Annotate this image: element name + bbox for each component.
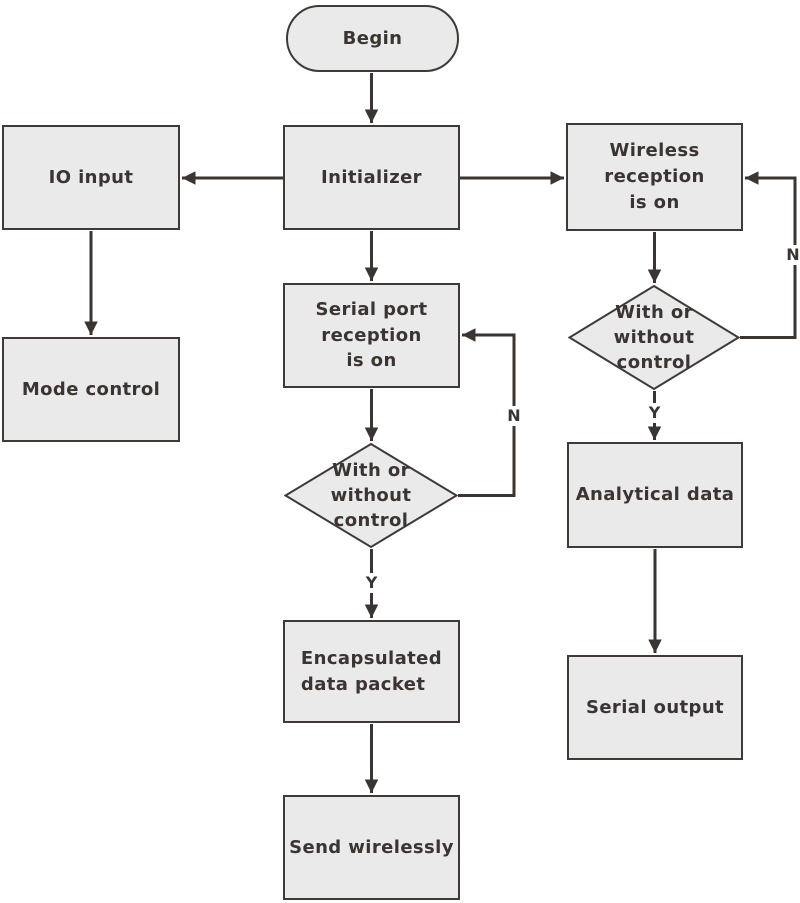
node-begin: Begin	[286, 5, 459, 72]
node-io-input-label: IO input	[48, 166, 134, 188]
node-analytical-data: Analytical data	[567, 442, 743, 548]
node-wireless-reception: Wireless reception is on	[566, 123, 743, 231]
node-io-input: IO input	[2, 125, 180, 230]
node-send-wirelessly-label: Send wirelessly	[289, 836, 454, 858]
node-mode-control: Mode control	[2, 337, 180, 442]
node-analytical-data-label: Analytical data	[575, 484, 735, 506]
edge-label-no-wireless: N	[784, 245, 800, 265]
node-decision-wireless-control-label: With or without control	[613, 301, 695, 374]
node-decision-wireless-control: With or without control	[568, 285, 740, 390]
node-serial-port-reception: Serial port reception is on	[283, 283, 460, 388]
node-serial-output: Serial output	[567, 655, 743, 760]
node-serial-port-reception-label: Serial port reception is on	[315, 298, 428, 372]
node-serial-output-label: Serial output	[585, 696, 725, 718]
node-encapsulated-data-packet-label: Encapsulated data packet	[300, 647, 443, 695]
node-mode-control-label: Mode control	[21, 378, 161, 400]
node-initializer-label: Initializer	[321, 166, 422, 188]
edge-label-no-serial: N	[505, 406, 523, 426]
edge-label-yes-serial: Y	[363, 573, 380, 593]
node-decision-serial-control-label: With or without control	[330, 459, 412, 532]
node-wireless-reception-label: Wireless reception is on	[604, 140, 705, 213]
node-initializer: Initializer	[283, 125, 460, 230]
node-begin-label: Begin	[342, 27, 403, 49]
diamond-shape	[284, 443, 458, 548]
edge-label-yes-wireless: Y	[646, 403, 663, 423]
node-decision-serial-control: With or without control	[284, 443, 458, 548]
diamond-shape	[568, 285, 740, 390]
node-send-wirelessly: Send wirelessly	[283, 795, 460, 900]
node-encapsulated-data-packet: Encapsulated data packet	[283, 620, 460, 723]
